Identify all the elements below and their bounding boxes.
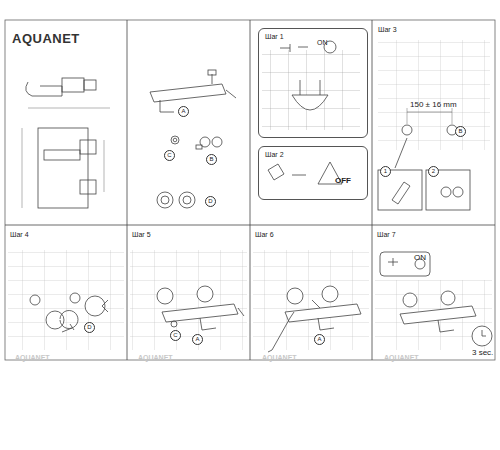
callout-letter: A: [192, 334, 203, 345]
watermark: AQUANET: [384, 354, 419, 361]
step-heading: Шаг 5: [132, 231, 151, 238]
brand-logo: AQUANET: [12, 32, 80, 45]
callout-number: 1: [380, 166, 391, 177]
step-heading: Шаг 4: [10, 231, 29, 238]
callout-letter: D: [205, 196, 216, 207]
callout-letter: A: [178, 106, 189, 117]
callout-letter: B: [206, 154, 217, 165]
step-heading: Шаг 2: [265, 151, 284, 158]
callout-letter: D: [84, 322, 95, 333]
callout-letter: C: [170, 330, 181, 341]
step-heading: Шаг 6: [255, 231, 274, 238]
state-label: ON: [317, 39, 328, 46]
step-heading: Шаг 1: [265, 33, 284, 40]
callout-letter: B: [455, 126, 466, 137]
dimension: 150 ± 16 mm: [410, 101, 457, 109]
step-heading: Шаг 3: [378, 26, 397, 33]
callout-number: 2: [428, 166, 439, 177]
watermark: AQUANET: [138, 354, 173, 361]
state-label: ON: [414, 254, 426, 262]
watermark: AQUANET: [262, 354, 297, 361]
callout-letter: C: [164, 150, 175, 161]
step-box: Шаг 2 OFF: [258, 146, 368, 200]
watermark: AQUANET: [15, 354, 50, 361]
time-note: 3 sec.: [472, 349, 493, 357]
step-box: Шаг 1 ON: [258, 28, 368, 138]
step-heading: Шаг 7: [377, 231, 396, 238]
callout-letter: A: [314, 334, 325, 345]
state-label: OFF: [335, 177, 351, 185]
